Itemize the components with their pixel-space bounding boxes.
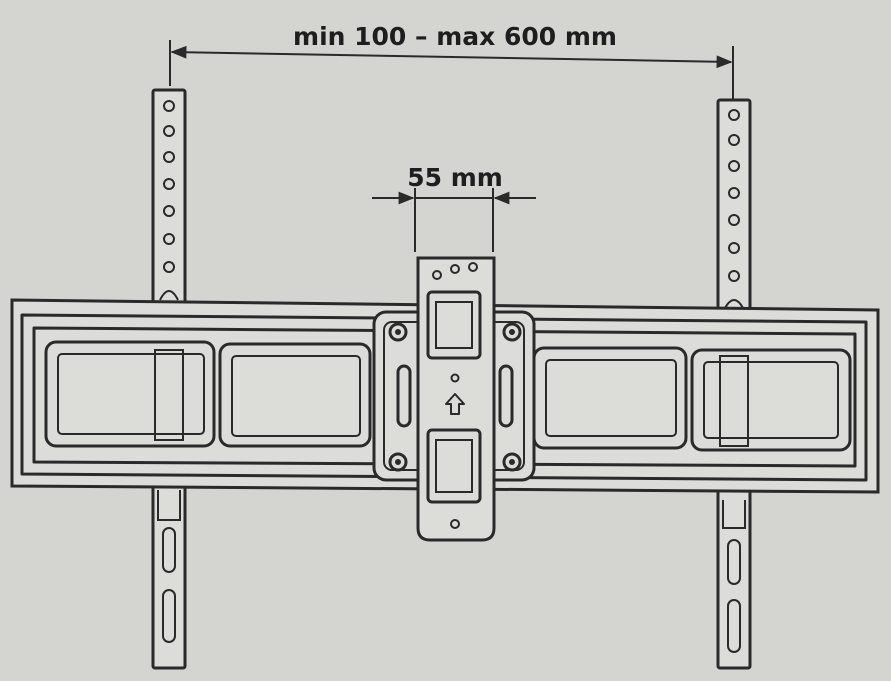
width-dimension-label: min 100 – max 600 mm bbox=[293, 22, 617, 51]
screw bbox=[502, 322, 522, 342]
up-arrow-icon bbox=[445, 393, 465, 415]
center-wall-plate bbox=[372, 256, 536, 542]
screw bbox=[388, 452, 408, 472]
screw bbox=[388, 322, 408, 342]
spacing-dimension-label: 55 mm bbox=[407, 163, 503, 192]
screw bbox=[502, 452, 522, 472]
spacing-dimension: 55 mm bbox=[372, 163, 536, 252]
width-dimension: min 100 – max 600 mm bbox=[169, 22, 734, 100]
